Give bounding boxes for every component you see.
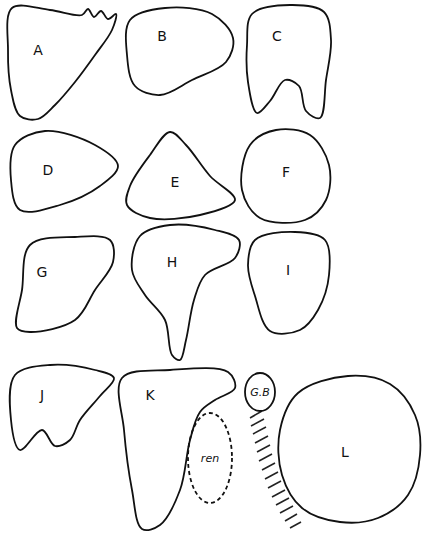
outline-letter: ren (201, 453, 219, 464)
outline-letter: H (167, 255, 178, 269)
organ-outline: C (244, 2, 334, 121)
outline-stroke (119, 368, 236, 530)
outline-drawing (14, 234, 116, 335)
outline-stroke (241, 129, 330, 223)
outline-stroke (245, 373, 275, 411)
hatch-strokes (250, 411, 301, 528)
outline-drawing (124, 5, 236, 98)
outline-stroke (10, 365, 114, 450)
organ-outline: J (8, 362, 117, 453)
outline-letter: G (37, 265, 48, 279)
outline-letter: G.B (250, 387, 270, 398)
outline-stroke (126, 7, 234, 95)
hatch-stroke (268, 481, 281, 488)
outline-drawing (119, 367, 238, 532)
outline-letter: D (43, 163, 54, 177)
organ-outline: Kren (119, 367, 238, 532)
hatch-stroke (257, 445, 270, 452)
hatch-stroke (276, 498, 289, 505)
hatch-stroke (280, 506, 293, 513)
organ-outline: D (8, 128, 121, 213)
outline-letter: I (286, 263, 290, 277)
outline-letter: F (282, 165, 290, 179)
organ-outline: ren (186, 411, 234, 505)
outline-drawing (8, 128, 121, 213)
organ-outline: A (5, 5, 119, 122)
organ-outline: G.B (243, 371, 277, 413)
outline-stroke (10, 131, 118, 212)
hatch-stroke (272, 490, 285, 497)
organ-outline: I (245, 229, 332, 334)
organ-outline: B (124, 5, 236, 98)
outline-letter: A (33, 43, 43, 57)
hatch-stroke (262, 463, 275, 470)
outline-stroke (16, 236, 114, 332)
outline-drawing (245, 229, 332, 334)
outline-stroke (7, 5, 116, 119)
outline-letter: E (171, 175, 180, 189)
organ-outline: H (129, 222, 242, 363)
organ-outline: L (277, 373, 423, 525)
outline-stroke (246, 5, 331, 118)
hatch-stroke (285, 514, 297, 521)
outline-stroke (188, 413, 232, 503)
outline-stroke (126, 132, 235, 219)
organ-outline: F (239, 127, 332, 223)
outline-drawing (244, 2, 334, 121)
outline-drawing (129, 222, 242, 363)
hatch-stroke (251, 419, 264, 426)
outline-stroke (132, 225, 240, 361)
outline-drawing (277, 373, 423, 525)
organ-outline: G (14, 234, 116, 335)
hatch-stroke (259, 454, 272, 461)
hatch-stroke (253, 427, 266, 434)
outline-letter: B (157, 29, 167, 43)
outline-letter: K (145, 388, 154, 402)
outline-drawing (5, 5, 119, 122)
outline-stroke (278, 376, 420, 523)
outline-letter: J (40, 388, 44, 402)
hatch-stroke (250, 411, 262, 418)
hatch-stroke (290, 522, 301, 528)
hatch-stroke (255, 436, 268, 443)
outline-stroke (248, 232, 330, 334)
outline-drawing (8, 362, 117, 453)
outline-drawing (124, 129, 238, 221)
organ-outline: E (124, 129, 238, 221)
hatch-stroke (265, 472, 278, 479)
outline-letter: L (341, 445, 349, 459)
outline-letter: C (272, 29, 282, 43)
